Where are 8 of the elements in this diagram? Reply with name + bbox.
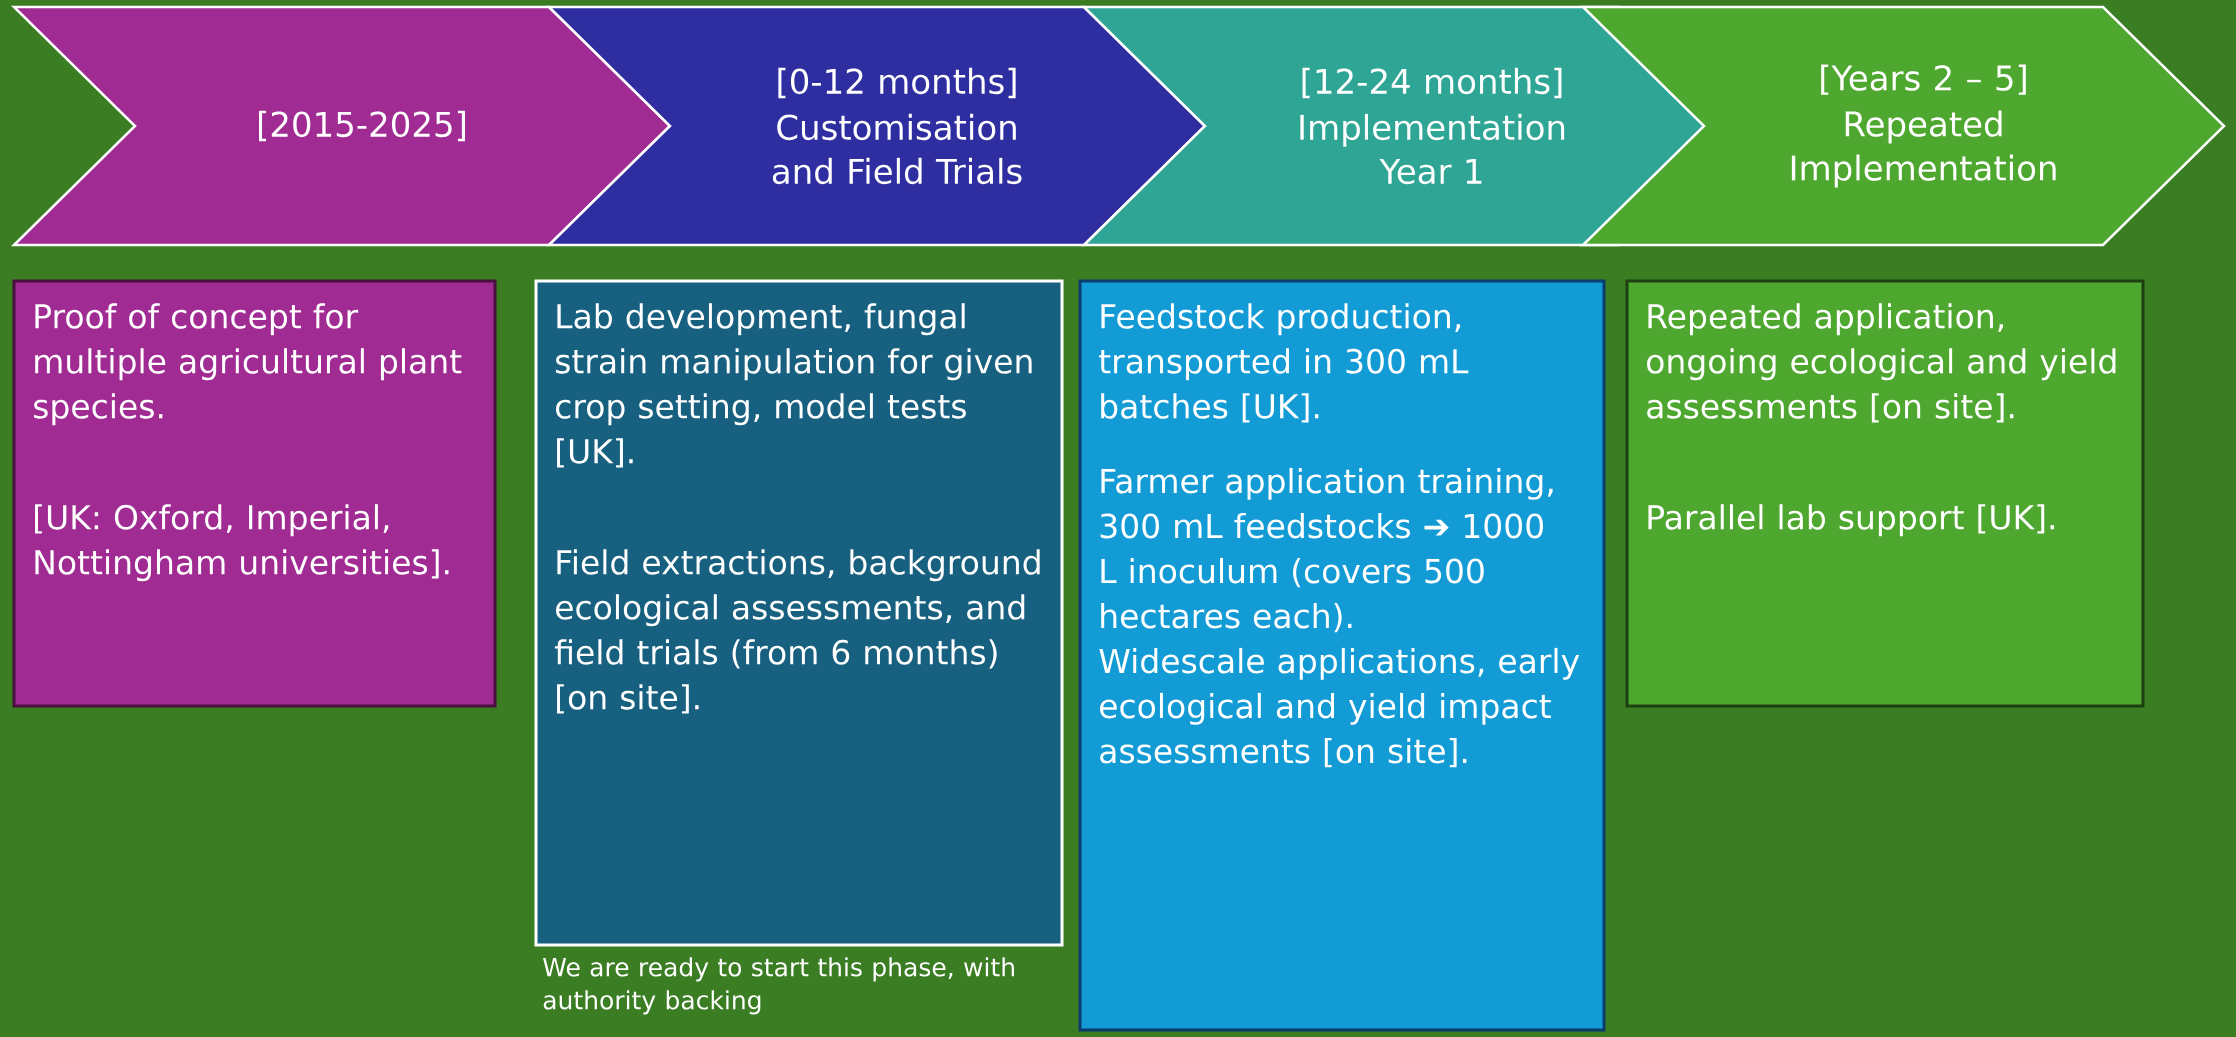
text-box: Lab development, fungal strain manipulation for given crop setting, model tests [UK]. Field extractions, background ecological assessments, and field trials (from 6 months) [on site]. xyxy=(534,279,1064,947)
note: We are ready to start this phase, with authority backing xyxy=(543,957,1014,1015)
phase-banner: [0-12 months] Customisation and Field Trials xyxy=(545,5,1207,247)
text-box: Proof of concept for multiple agricultural plant species. [UK: Oxford, Imperial, Nottingham universities]. xyxy=(12,279,497,708)
text-box: Repeated application, ongoing ecological and yield assessments [on site]. Parallel lab support [UK]. xyxy=(1625,279,2145,708)
text-box: Feedstock production, transported in 300 mL batches [UK]. Farmer application training, 300 mL feedstocks ➔ 1000 L inoculum (covers 500 hectares each). Widescale applications, early ecological and yield impact assessments [on site]. xyxy=(1078,279,1606,1032)
phase-banner: [2015-2025] xyxy=(10,5,672,247)
phase-banner: [Years 2 – 5] Repeated Implementation xyxy=(1579,5,2226,247)
